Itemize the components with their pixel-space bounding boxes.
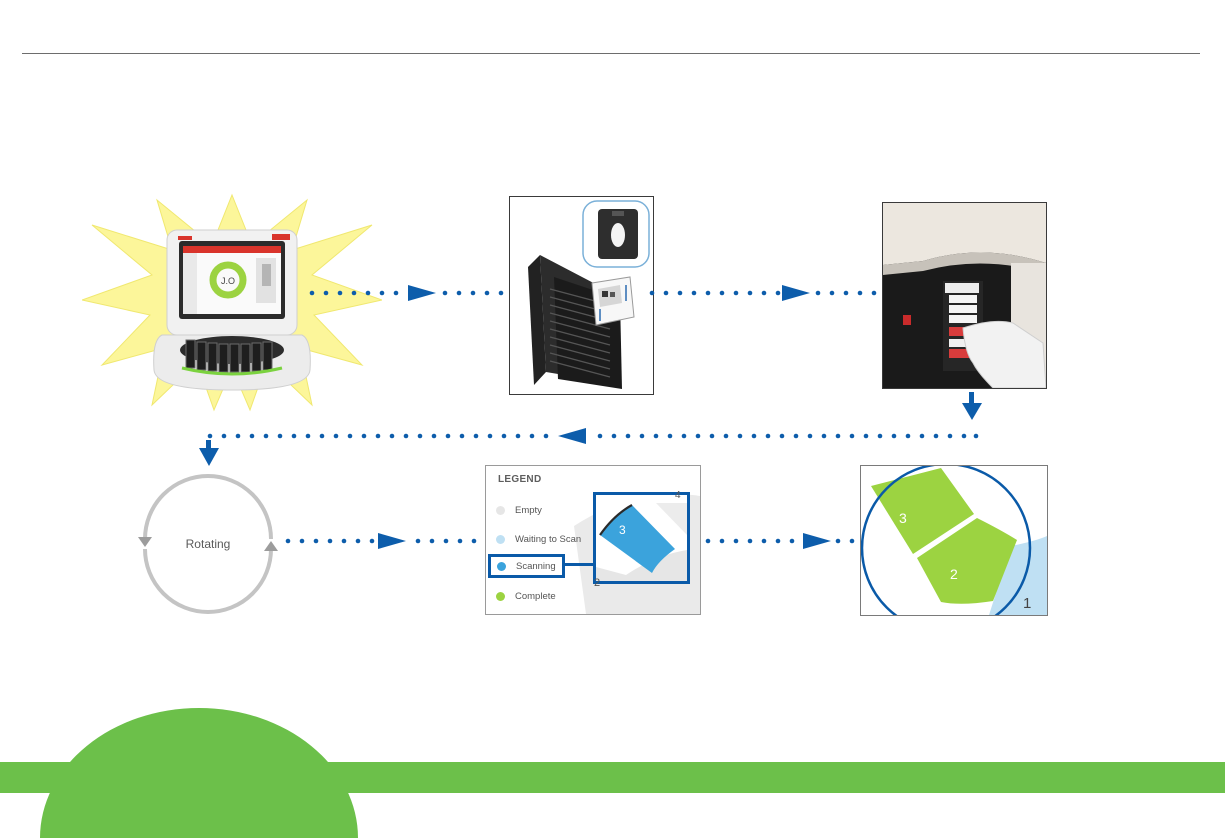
arrow-right-icon bbox=[782, 285, 810, 301]
flow-dots-return bbox=[208, 434, 979, 439]
flow-dots-2 bbox=[650, 291, 877, 296]
arrow-right-icon bbox=[408, 285, 436, 301]
arrow-left-icon bbox=[558, 428, 586, 444]
arrow-down-icon bbox=[199, 448, 219, 466]
arrow-right-icon bbox=[378, 533, 406, 549]
arrow-right-icon bbox=[803, 533, 831, 549]
bottom-brand-bar bbox=[0, 762, 1225, 793]
flow-connectors bbox=[0, 0, 1225, 793]
arrow-down-icon bbox=[962, 403, 982, 420]
flow-dots-1 bbox=[310, 291, 504, 296]
flow-dots-5 bbox=[706, 539, 855, 544]
